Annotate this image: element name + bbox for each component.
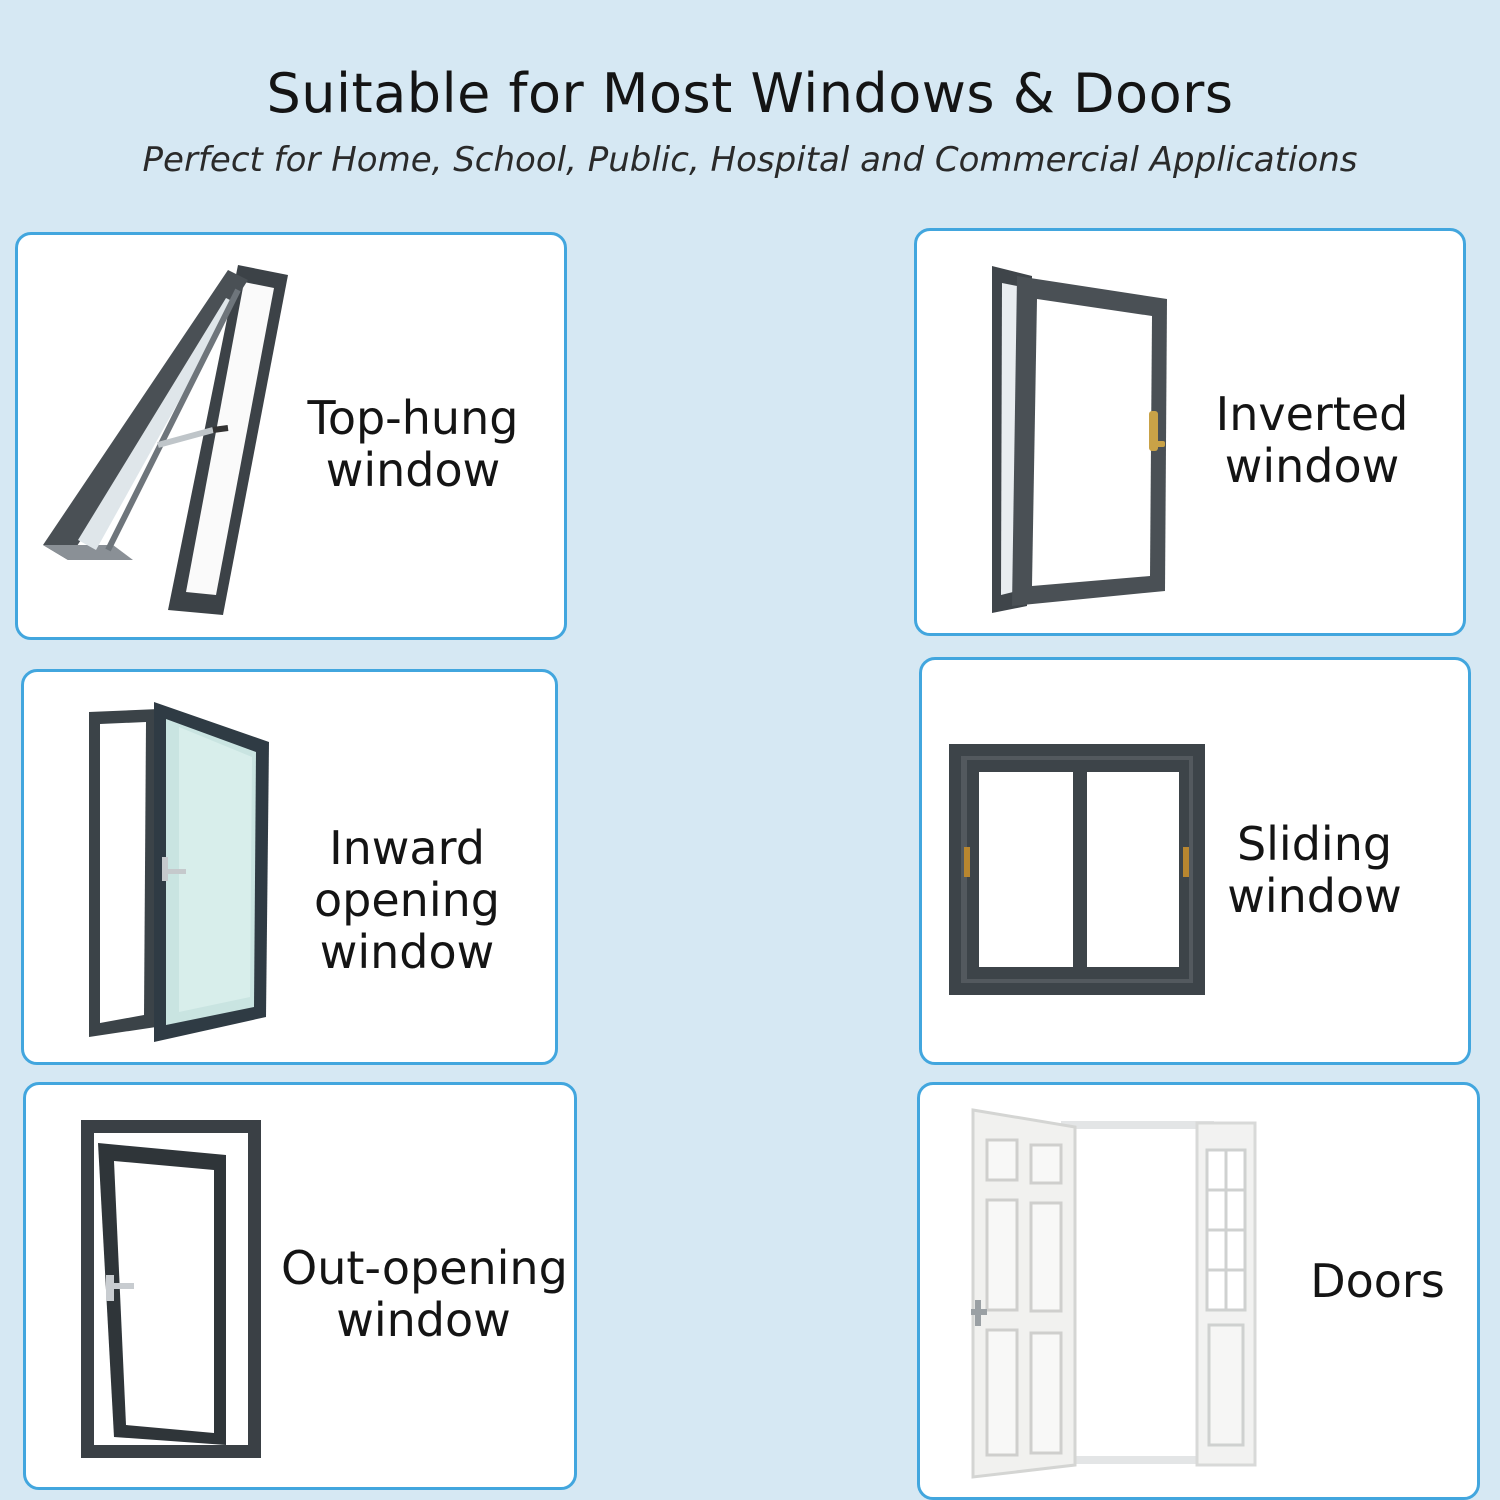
label-line: opening: [314, 873, 500, 927]
card-label: Sliding window: [1217, 818, 1412, 922]
sliding-window-icon: [949, 744, 1205, 995]
card-top-hung-window: Top-hung window: [15, 232, 567, 640]
card-label: Doors: [1295, 1255, 1460, 1307]
inward-opening-window-icon: [89, 702, 269, 1042]
label-line: Sliding: [1236, 817, 1393, 871]
door-icon: [971, 1108, 1257, 1479]
page-title: Suitable for Most Windows & Doors: [266, 62, 1234, 125]
label-line: window: [1224, 439, 1400, 493]
page-subtitle: Perfect for Home, School, Public, Hospit…: [142, 140, 1358, 180]
label-line: Out-opening: [281, 1241, 568, 1295]
label-line: Doors: [1310, 1254, 1445, 1308]
card-doors: Doors: [917, 1082, 1480, 1500]
label-line: window: [336, 1293, 511, 1347]
label-line: window: [319, 925, 495, 979]
card-label: Out-opening window: [281, 1241, 568, 1347]
card-inverted-window: Inverted window: [914, 228, 1466, 636]
out-opening-window-icon: [81, 1120, 261, 1458]
label-line: Inward: [329, 821, 485, 875]
card-sliding-window: Sliding window: [919, 657, 1471, 1065]
label-line: window: [1227, 869, 1402, 923]
card-out-opening-window: Out-opening window: [23, 1082, 577, 1490]
card-label: Inward opening window: [292, 822, 522, 978]
label-line: window: [325, 443, 501, 497]
card-label: Top-hung window: [288, 392, 538, 496]
top-hung-window-icon: [43, 265, 288, 615]
card-label: Inverted window: [1192, 388, 1432, 492]
label-line: Inverted: [1215, 387, 1409, 441]
inverted-window-icon: [992, 266, 1167, 613]
label-line: Top-hung: [307, 391, 519, 445]
card-inward-opening-window: Inward opening window: [21, 669, 558, 1065]
